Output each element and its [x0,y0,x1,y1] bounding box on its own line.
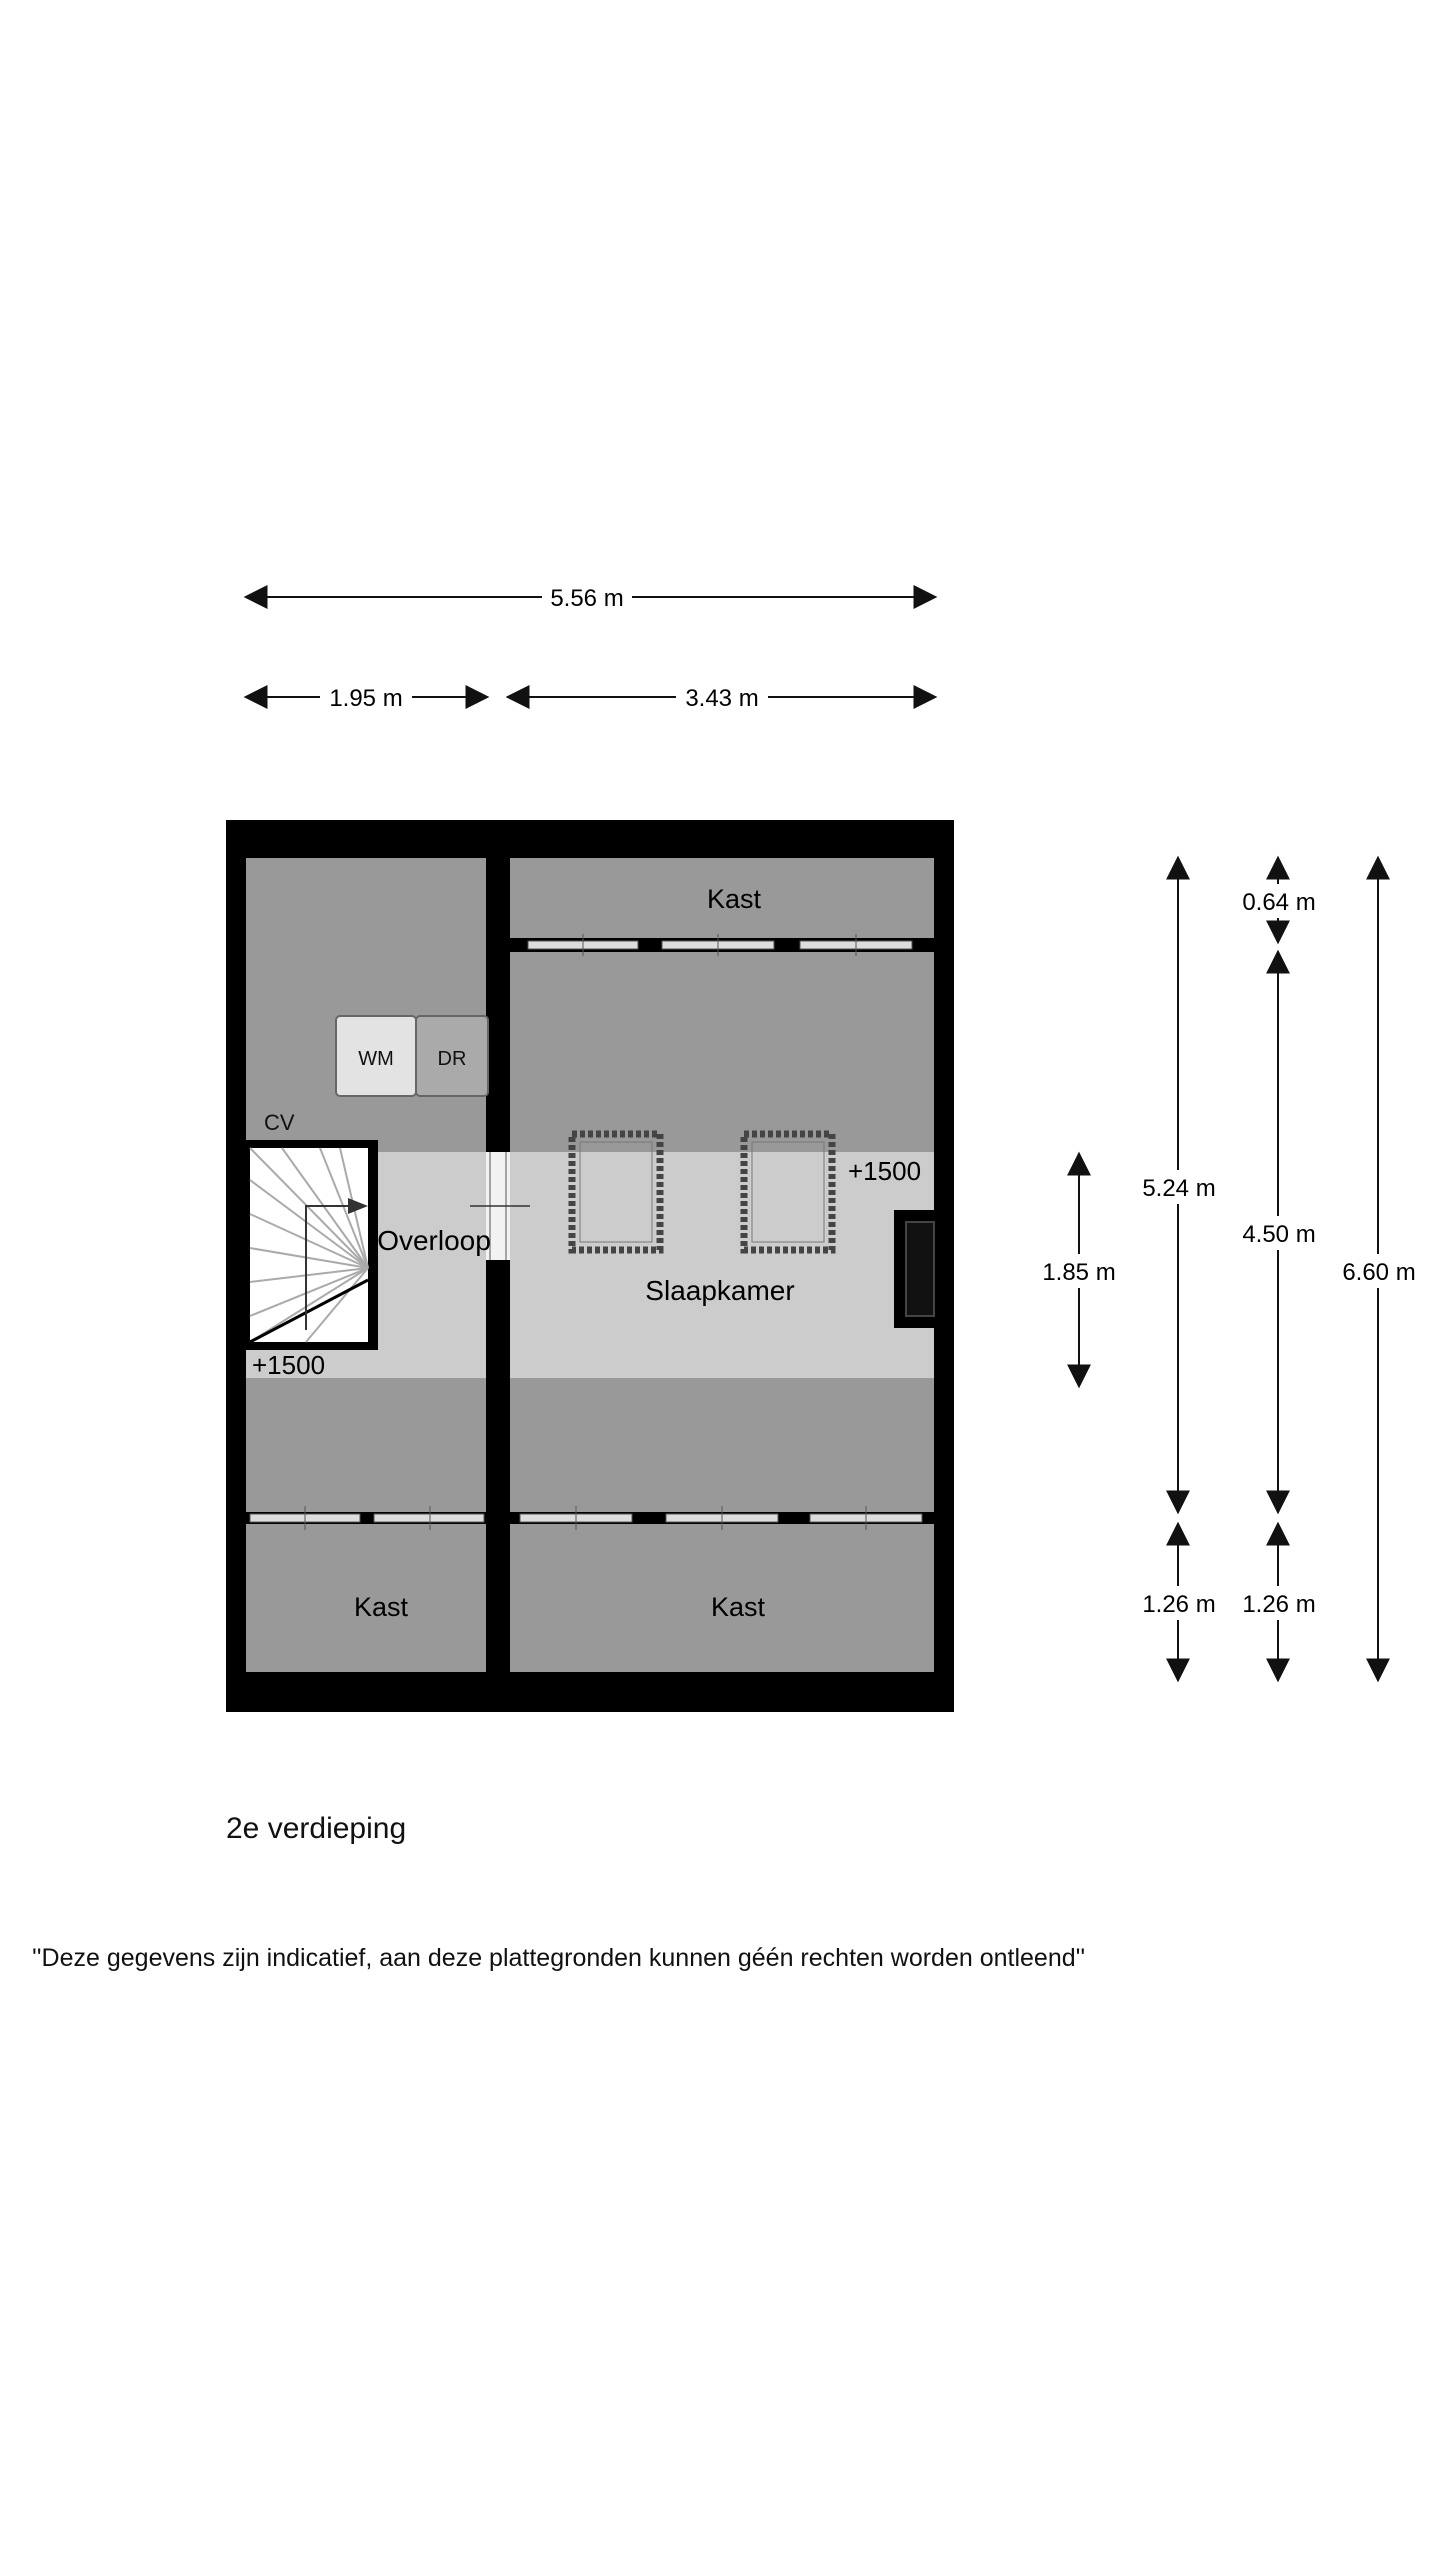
floor-title: 2e verdieping [226,1812,407,1845]
dimension-label: 4.50 m [1242,1221,1315,1248]
room-label-overloop: Overloop [377,1225,491,1256]
appliance-label: WM [358,1048,394,1070]
room-label-slaapkamer: Slaapkamer [645,1275,794,1306]
room-label-kast-bottom-right: Kast [711,1592,766,1622]
dimension-total-width: 5.56 m [243,580,938,614]
level-overloop: +1500 [252,1350,325,1380]
dimension-total-depth: 6.60 m [1336,855,1422,1683]
dimension-label: 5.56 m [550,585,623,612]
room-kast-bottom-right-area [510,1524,934,1672]
dryer-icon: DR [415,1015,489,1097]
kast-doors-top [510,934,934,956]
boiler-label: CV [264,1110,295,1135]
kast-doors-bottom-right [510,1506,934,1530]
skylight-icon [568,1130,664,1254]
appliance-label: DR [438,1048,467,1070]
kast-doors-bottom-left [246,1506,486,1530]
dimension-slaapkamer-inner: 4.50 m [1236,949,1322,1515]
staircase-icon [242,1140,378,1350]
dimension-label: 6.60 m [1342,1259,1415,1286]
headroom-band-right [510,1152,934,1378]
dimension-label: 1.26 m [1142,1591,1215,1618]
washing-machine-icon: WM [335,1015,417,1097]
dimension-label: 0.64 m [1242,889,1315,916]
dimension-right-width: 3.43 m [505,680,938,714]
dimension-kast-bottom-right: 1.26 m [1236,1521,1322,1683]
room-label-kast-bottom-left: Kast [354,1592,409,1622]
level-slaapkamer: +1500 [848,1156,921,1186]
dimension-kast-bottom-left: 1.26 m [1136,1521,1222,1683]
dimension-kast-top: 0.64 m [1238,855,1324,945]
dimension-label: 1.85 m [1042,1259,1115,1286]
dimension-label: 5.24 m [1142,1175,1215,1202]
disclaimer-text: ''Deze gegevens zijn indicatief, aan dez… [32,1944,1086,1972]
chimney-block [894,1210,940,1328]
room-label-kast-top: Kast [707,884,762,914]
dimension-label: 1.26 m [1242,1591,1315,1618]
room-kast-bottom-left-area [246,1524,486,1672]
dimension-label: 3.43 m [685,685,758,712]
dimension-slaapkamer-depth: 5.24 m [1136,855,1222,1515]
dimension-headroom: 1.85 m [1038,1151,1120,1389]
dimension-label: 1.95 m [329,685,402,712]
room-kast-top-area [510,858,934,938]
skylight-icon [740,1130,836,1254]
dimension-left-width: 1.95 m [243,680,490,714]
